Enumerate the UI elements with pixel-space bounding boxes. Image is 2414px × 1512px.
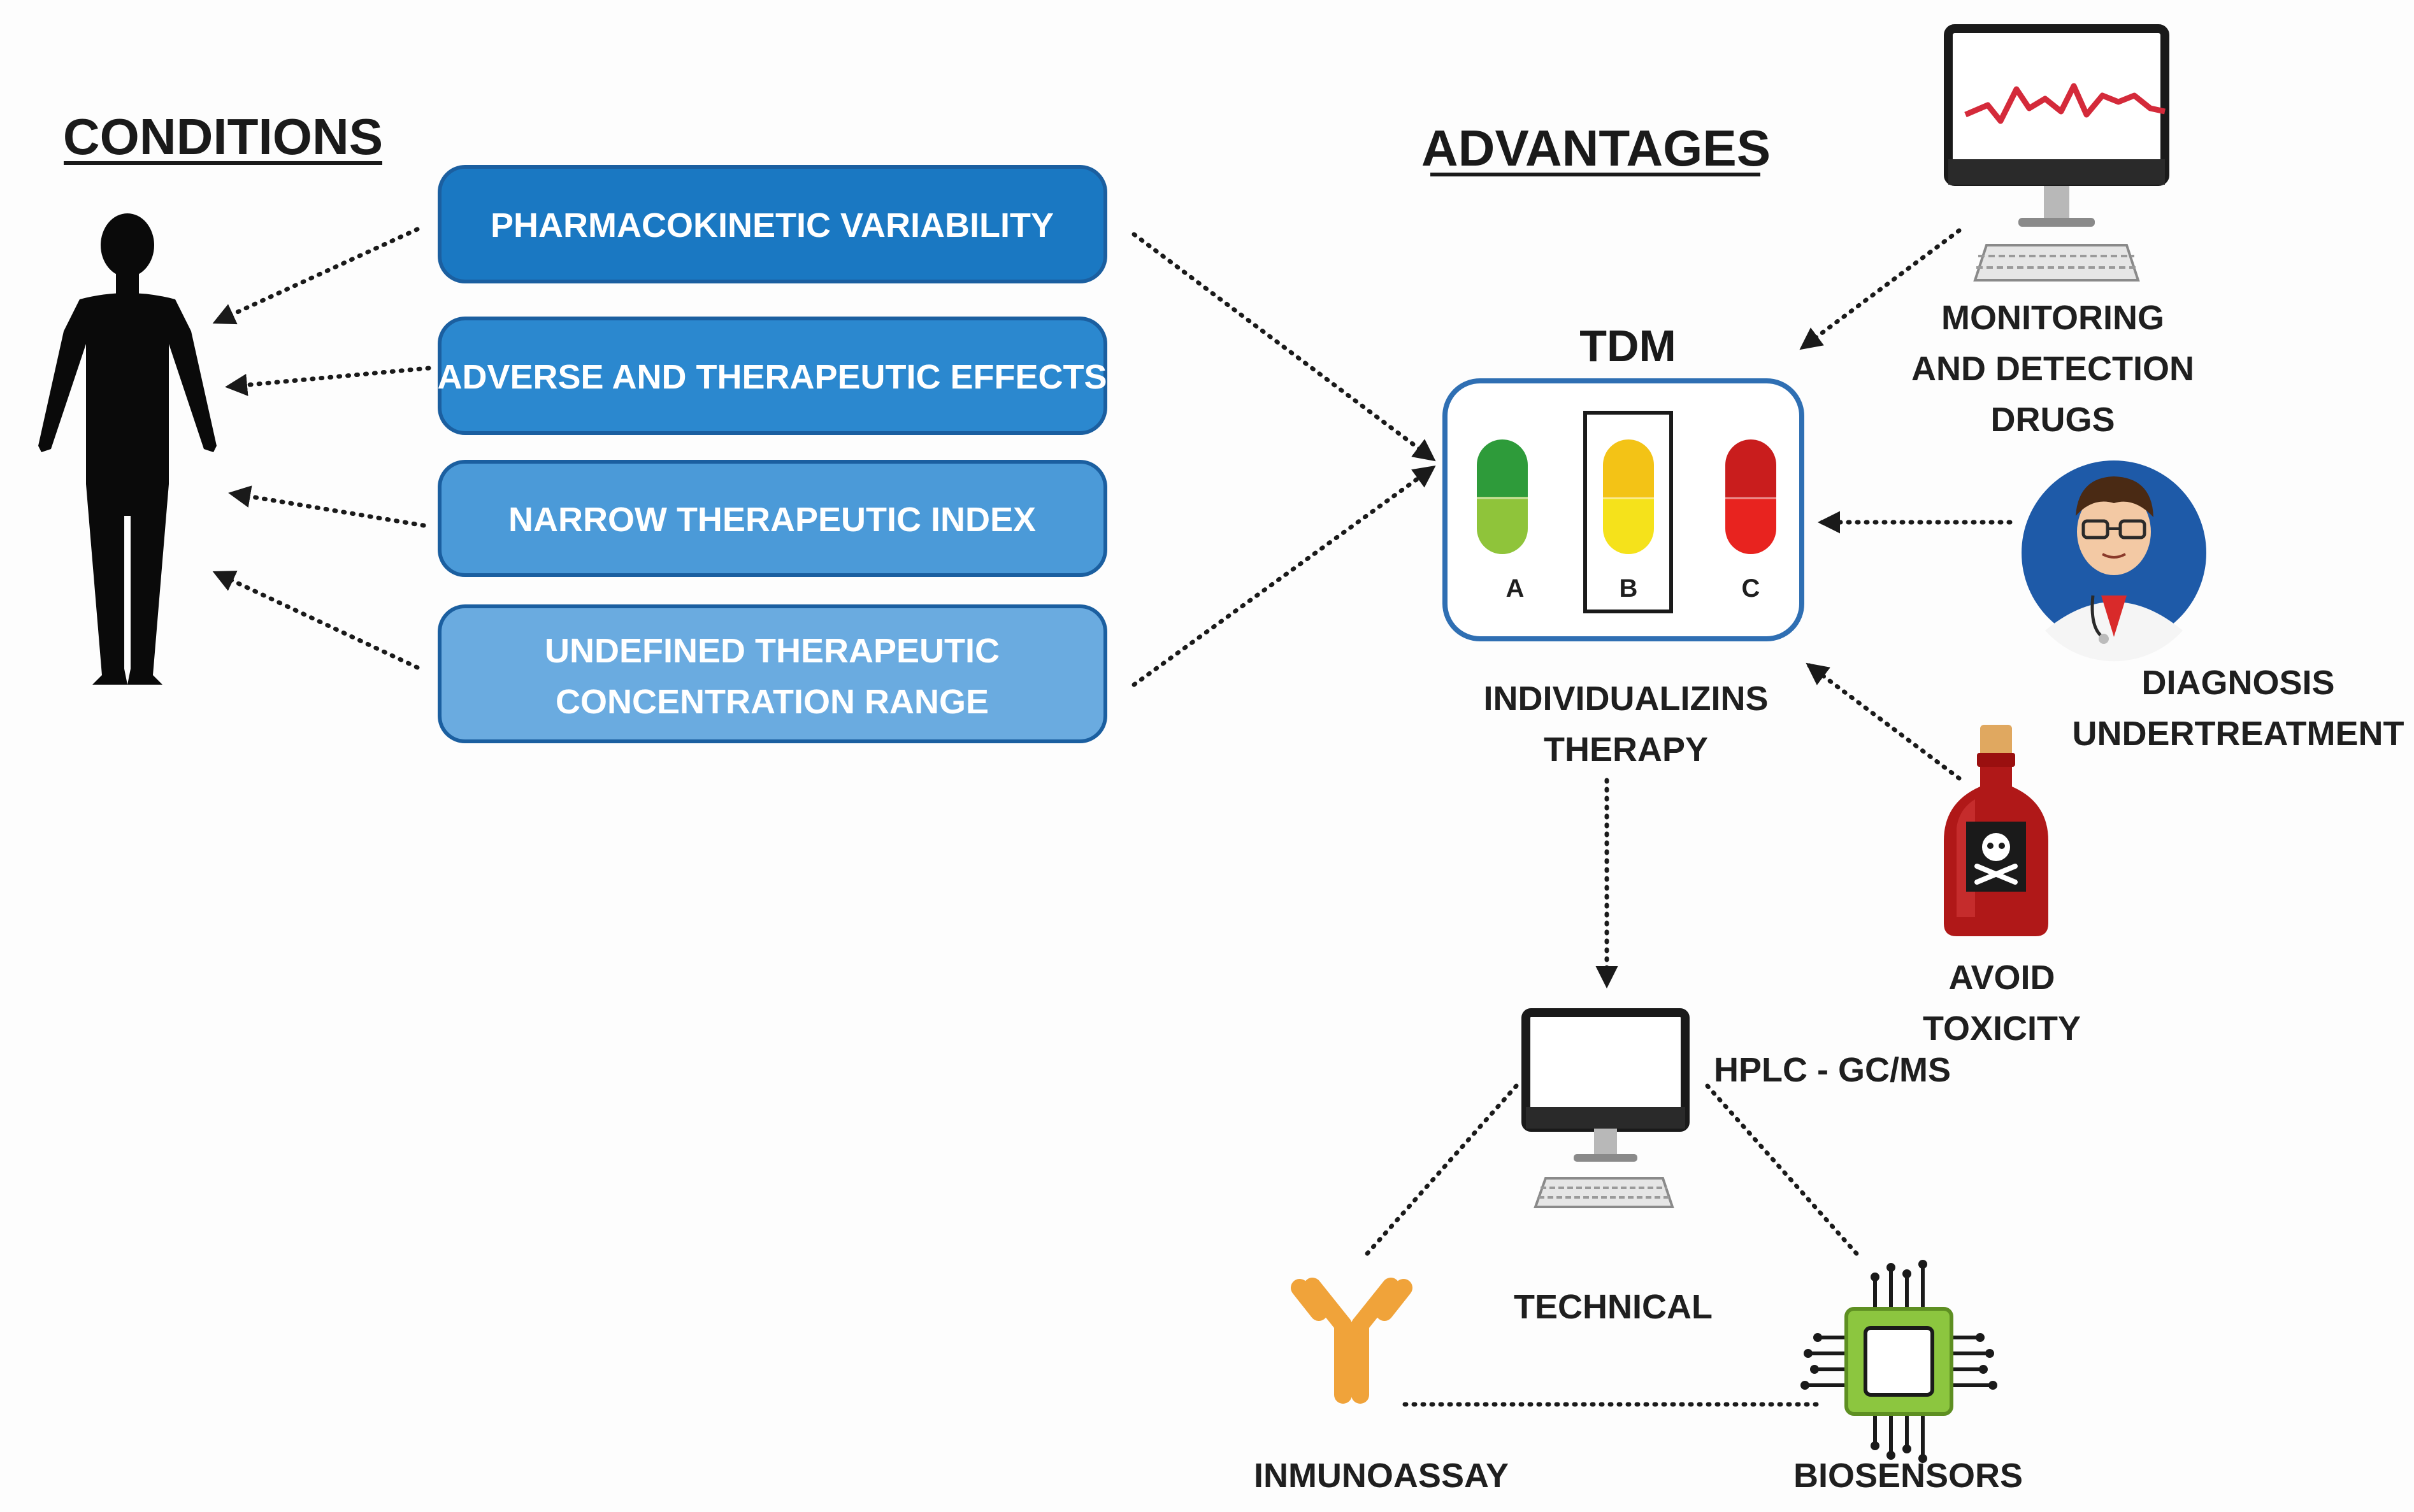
arrows-to-human [212,227,431,670]
monitoring-line2: AND DETECTION [1911,350,2194,388]
doctor-avatar-icon [2022,460,2206,662]
condition-boxes: PHARMACOKINETIC VARIABILITY ADVERSE AND T… [437,165,1107,743]
toxicity-line2: TOXICITY [1923,1009,2081,1048]
technical-label: TECHNICAL [1514,1288,1713,1326]
condition-box-label: PHARMACOKINETIC VARIABILITY [491,206,1054,245]
condition-box-label: ADVERSE AND THERAPEUTIC EFFECTS [437,358,1107,396]
monitoring-line1: MONITORING [1941,299,2164,337]
condition-box-label: UNDEFINED THERAPEUTIC [545,632,1000,670]
condition-box-2: ADVERSE AND THERAPEUTIC EFFECTS [437,317,1107,435]
capsule-a: A [1477,439,1528,603]
condition-box-shape [438,165,1107,283]
capsule-b-label: B [1620,574,1638,603]
conditions-heading: CONDITIONS [63,108,383,165]
condition-box-label: NARROW THERAPEUTIC INDEX [508,501,1036,539]
connector-computer-chip [1705,1083,1863,1260]
arrow-toxicity-to-tdm [1806,662,1962,781]
monitor-ecg-icon [1944,24,2169,282]
toxicity-line1: AVOID [1948,959,2055,997]
poison-bottle-icon [1944,725,2048,936]
condition-box-1: PHARMACOKINETIC VARIABILITY [438,165,1107,283]
human-silhouette-icon [38,213,217,685]
tdm-label: TDM [1579,321,1676,371]
condition-box-shape [438,317,1107,435]
capsule-c-label: C [1742,574,1760,603]
diagnosis-line1: DIAGNOSIS [2141,664,2334,702]
condition-box-label: CONCENTRATION RANGE [556,683,989,721]
condition-box-shape [438,460,1107,577]
advantages-heading: ADVANTAGES [1421,120,1771,176]
capsule-b: B [1583,411,1673,613]
capsule-c: C [1725,439,1776,603]
capsule-b-selection-frame [1583,411,1673,613]
condition-box-4: UNDEFINED THERAPEUTIC CONCENTRATION RANGE [438,604,1107,743]
hplc-label: HPLC - GC/MS [1714,1051,1951,1089]
individualizing-therapy-line1: INDIVIDUALIZINS [1483,680,1768,718]
individualizing-therapy-line2: THERAPY [1544,731,1708,769]
condition-box-shape [438,604,1107,743]
immunoassay-label: INMUNOASSAY [1254,1457,1509,1495]
arrow-monitoring-to-tdm [1799,228,1962,350]
biosensors-label: BIOSENSORS [1793,1457,2023,1495]
monitoring-line3: DRUGS [1990,401,2115,439]
condition-box-3: NARROW THERAPEUTIC INDEX [438,460,1107,577]
capsule-a-label: A [1506,574,1525,603]
antibody-icon [1291,1278,1412,1404]
computer-icon [1521,1008,1690,1208]
microchip-icon [1800,1260,1997,1463]
arrows-to-tdm [1132,232,1436,687]
connector-computer-antibody [1361,1083,1519,1260]
diagnosis-line2: UNDERTREATMENT [2073,715,2404,753]
